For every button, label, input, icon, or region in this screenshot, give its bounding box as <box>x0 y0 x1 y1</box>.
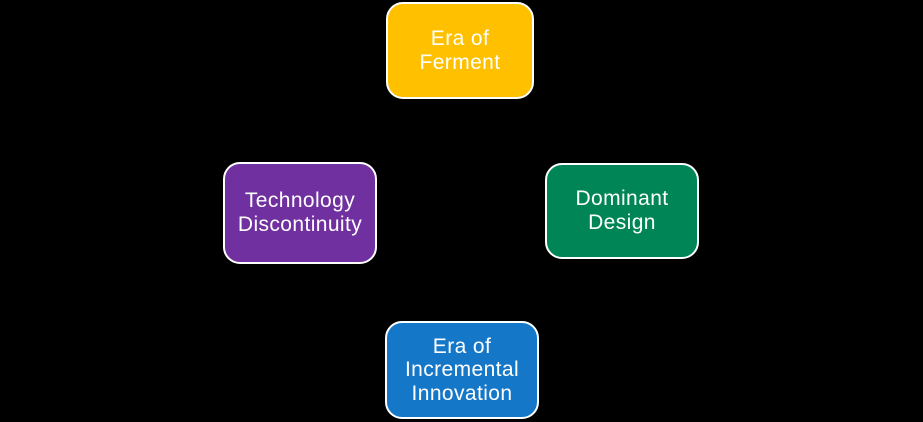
node-era-of-incremental-innovation-label: Era of Incremental Innovation <box>404 334 520 405</box>
node-era-of-ferment: Era of Ferment <box>386 2 534 99</box>
node-era-of-ferment-label: Era of Ferment <box>419 26 501 74</box>
node-era-of-incremental-innovation: Era of Incremental Innovation <box>385 321 539 419</box>
node-dominant-design-label: Dominant Design <box>575 187 669 234</box>
node-technology-discontinuity-label: Technology Discontinuity <box>237 189 363 236</box>
node-technology-discontinuity: Technology Discontinuity <box>223 162 377 264</box>
node-dominant-design: Dominant Design <box>545 163 699 259</box>
